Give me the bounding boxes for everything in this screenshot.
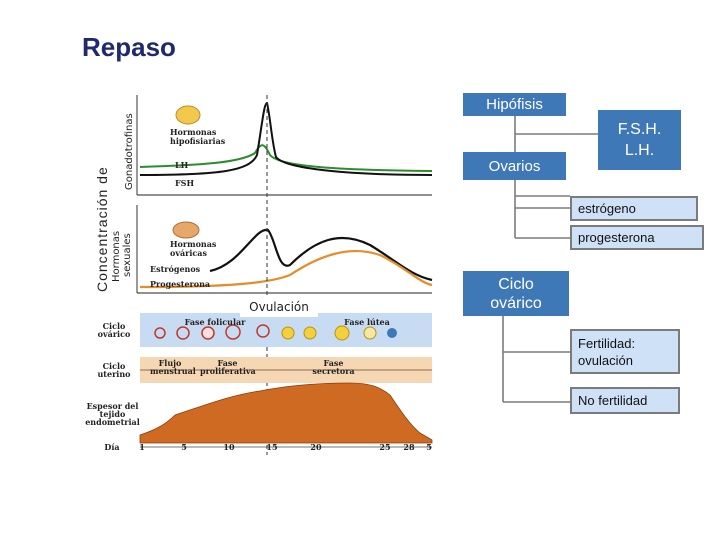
secretory-phase-label: Fase secretora: [312, 358, 355, 376]
estrogeno-box: estrógeno: [570, 196, 698, 221]
menstrual-flow-label: Flujo menstrual: [150, 358, 196, 376]
day-tick: 5: [181, 442, 187, 452]
fertilidad-text: Fertilidad:: [578, 335, 636, 351]
hipofisis-box: Hipófisis: [463, 93, 566, 116]
endometrial-thickness-label: Espesor del tejido endometrial: [85, 401, 140, 427]
lh-text: L.H.: [624, 142, 655, 159]
no-fertilidad-box: No fertilidad: [570, 387, 680, 414]
follicular-phase-label: Fase folicular: [184, 317, 246, 327]
day-tick: 10: [223, 442, 235, 452]
day-tick: 28: [403, 442, 415, 452]
day-tick: 1: [139, 442, 145, 452]
lh-legend: LH: [175, 160, 189, 170]
ovarian-hormones-legend: Hormonas ováricas: [170, 239, 217, 258]
fsh-curve: [139, 144, 433, 172]
ovarios-box: Ovarios: [463, 152, 566, 180]
ovarico-text: ovárico: [490, 294, 542, 312]
ovary-icon: [172, 221, 200, 239]
luteal-phase-label: Fase lútea: [344, 317, 390, 327]
estrogen-legend: Estrógenos: [150, 264, 201, 274]
pituitary-hormones-legend: Hormonas hipofisiarias: [170, 127, 226, 146]
estrogen-curve: [209, 228, 433, 282]
day-tick: 5: [426, 442, 432, 452]
ovulation-label: Ovulación: [240, 297, 318, 317]
day-tick: 25: [379, 442, 391, 452]
proliferative-phase-label: Fase proliferativa: [200, 358, 256, 376]
hormone-cycle-svg: [136, 95, 433, 455]
progesterone-legend: Progesterona: [150, 279, 211, 289]
hormone-cycle-figure: [80, 95, 440, 470]
day-tick: 15: [266, 442, 278, 452]
day-tick: 20: [310, 442, 322, 452]
ovarian-cycle-label: Ciclo ovárico: [97, 321, 131, 339]
ciclo-ovarico-box: Ciclo ovárico: [463, 271, 569, 316]
fsh-lh-box: F.S.H. L.H.: [598, 110, 681, 170]
page-title: Repaso: [82, 32, 176, 62]
ovulacion-text: ovulación: [578, 352, 633, 368]
day-axis-title: Día: [104, 442, 120, 452]
progesterona-box: progesterona: [570, 225, 704, 250]
pituitary-icon: [175, 105, 201, 125]
follicle-icons: [154, 324, 397, 341]
endometrial-thickness: [139, 382, 433, 444]
ciclo-text: Ciclo: [498, 275, 534, 293]
fsh-legend: FSH: [175, 178, 195, 188]
progesterone-curve: [139, 250, 433, 289]
fsh-text: F.S.H.: [617, 121, 662, 138]
fertilidad-box: Fertilidad: ovulación: [570, 329, 680, 374]
uterine-cycle-label: Ciclo uterino: [97, 361, 131, 379]
